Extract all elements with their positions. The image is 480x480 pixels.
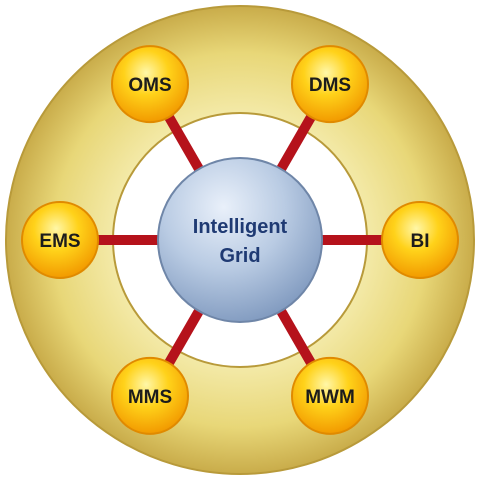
node-label-oms: OMS [128, 75, 171, 96]
node-label-ems: EMS [39, 231, 80, 252]
node-circle-mwm [291, 356, 369, 435]
node-circle-mms [111, 356, 189, 435]
center-label-line2: Grid [219, 245, 260, 267]
node-dms[interactable]: DMS [291, 45, 369, 124]
center-circle [157, 157, 323, 323]
outer-ring [4, 5, 475, 475]
node-circle-ems [21, 201, 99, 279]
node-mwm[interactable]: MWM [291, 356, 369, 435]
node-circle-oms [111, 45, 189, 124]
node-label-mms: MMS [128, 387, 172, 408]
node-label-mwm: MWM [305, 387, 355, 408]
node-label-dms: DMS [309, 75, 351, 96]
center-hub[interactable]: Intelligent Grid [157, 157, 323, 323]
system-nodes: OMS DMS BI MWM MMS EMS [21, 45, 459, 435]
node-label-bi: BI [411, 231, 430, 252]
center-label-line1: Intelligent [193, 216, 288, 238]
node-bi[interactable]: BI [381, 201, 459, 279]
node-mms[interactable]: MMS [111, 356, 189, 435]
node-oms[interactable]: OMS [111, 45, 189, 124]
node-ems[interactable]: EMS [21, 201, 99, 279]
node-circle-bi [381, 201, 459, 279]
node-circle-dms [291, 45, 369, 124]
